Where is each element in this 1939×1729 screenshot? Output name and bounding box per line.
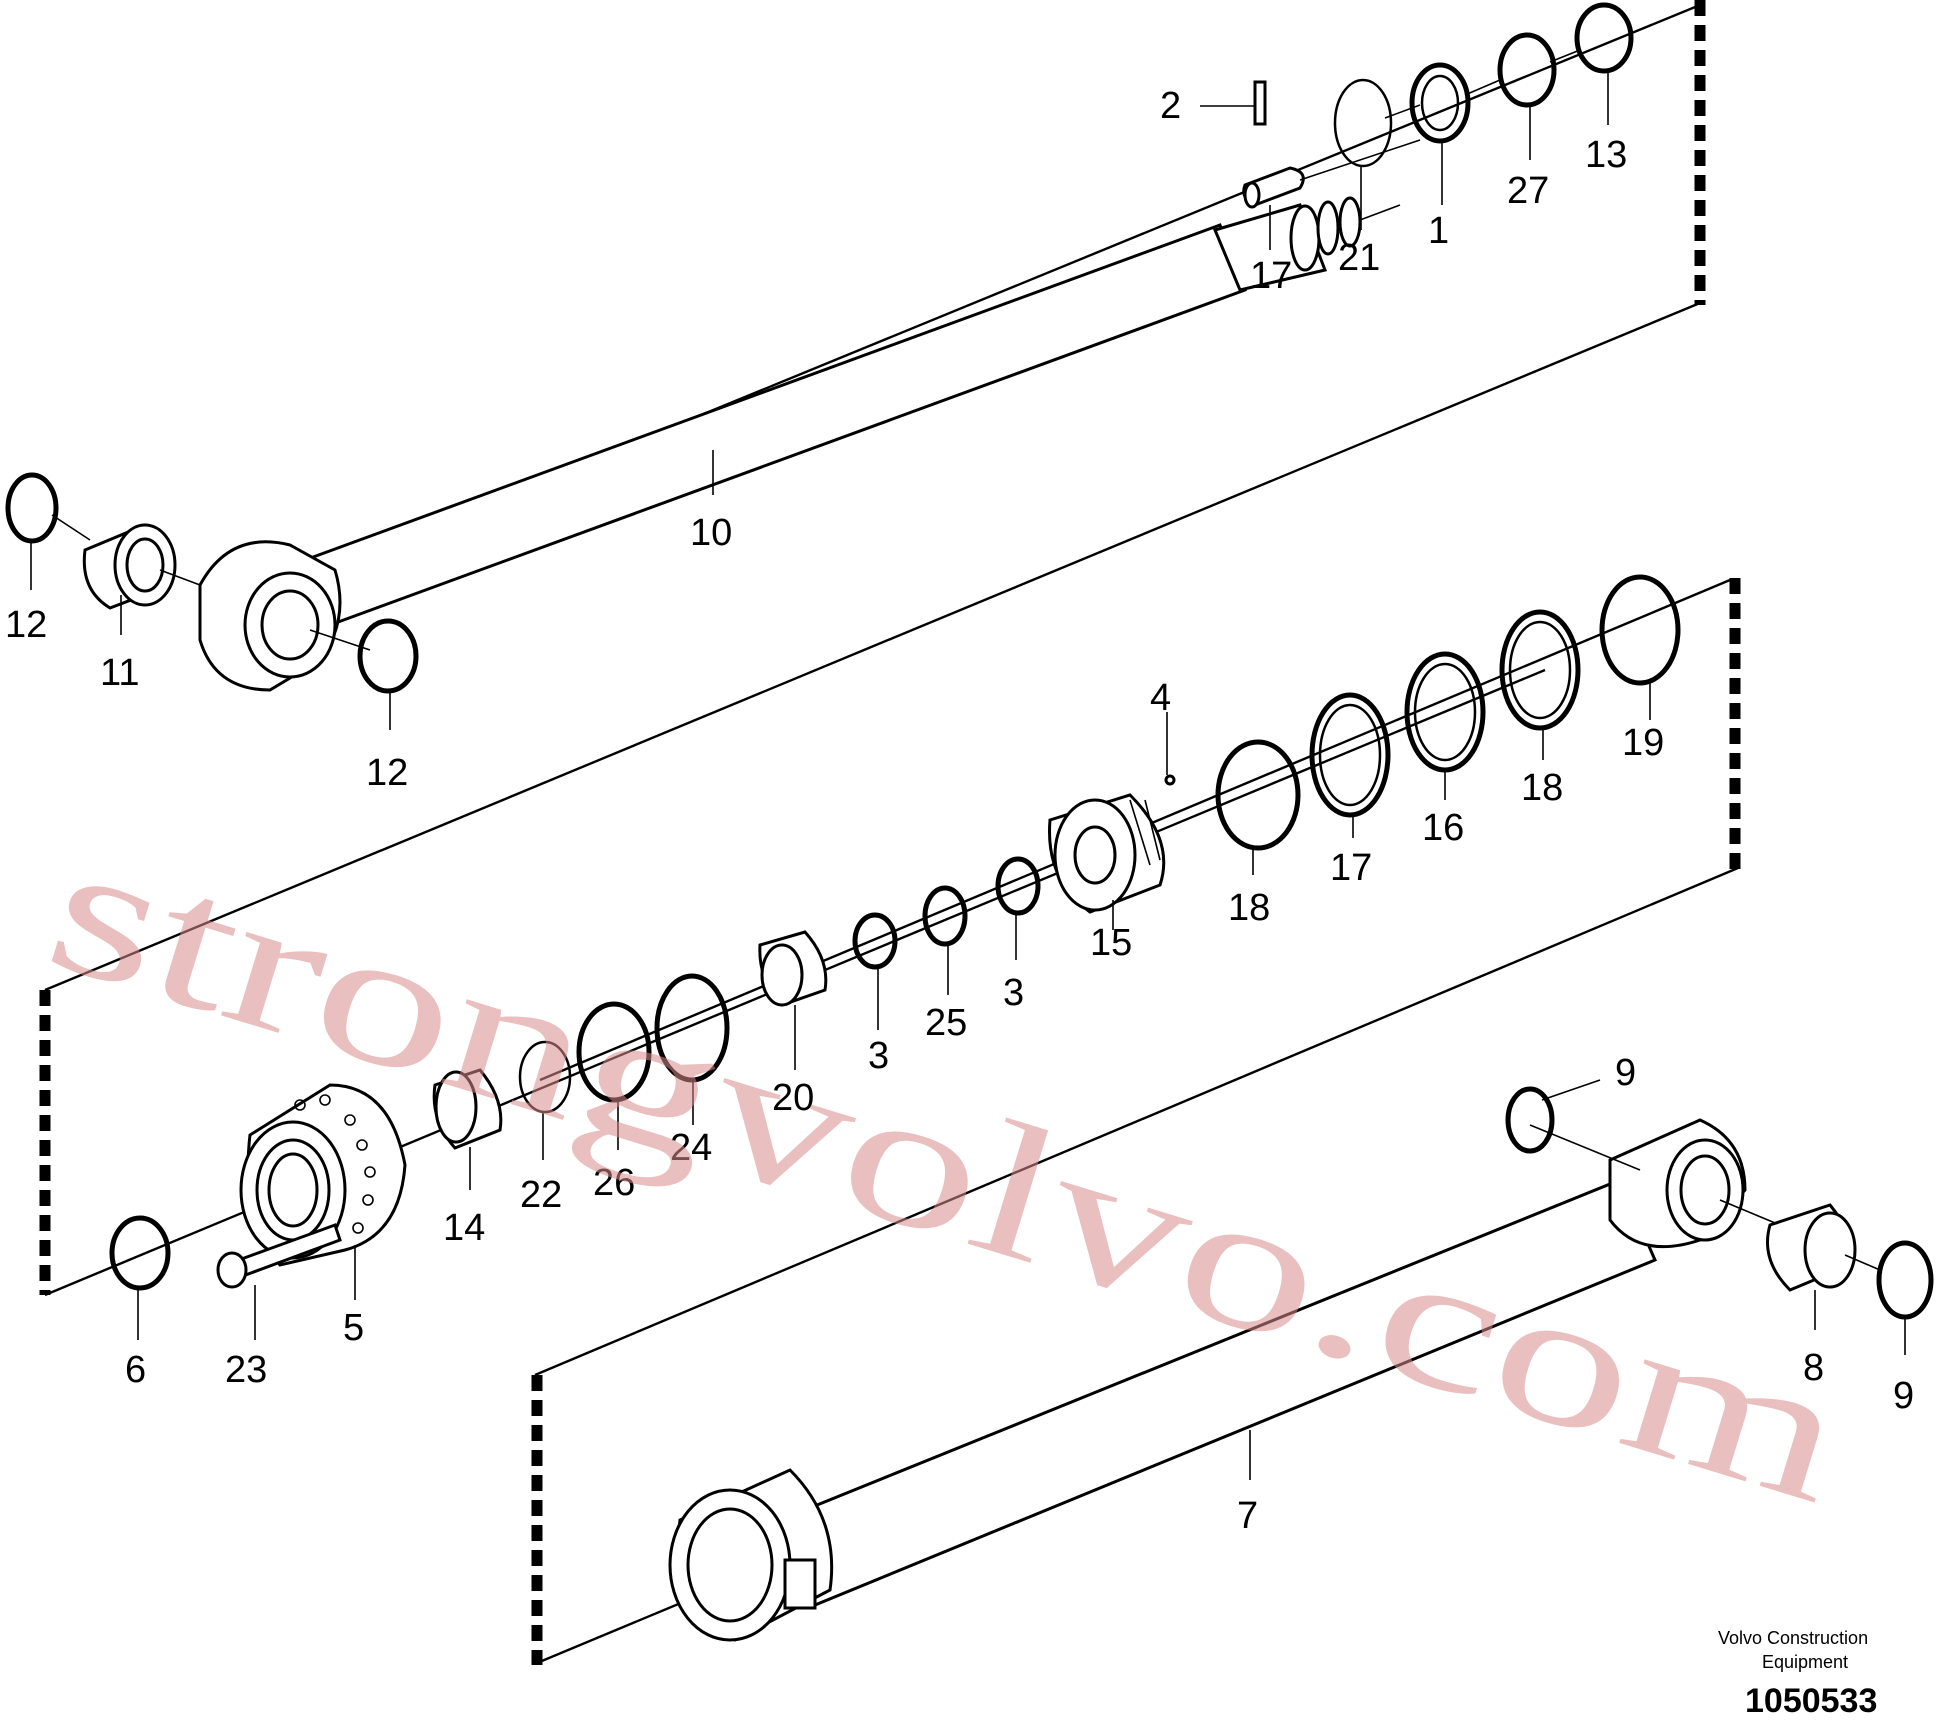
cylinder-head-6 bbox=[239, 1083, 407, 1267]
ring-24 bbox=[654, 973, 730, 1083]
callout-24: 24 bbox=[670, 1127, 712, 1169]
callout-23: 21 bbox=[1338, 237, 1380, 279]
pin-4 bbox=[1164, 774, 1176, 786]
ring-17-right bbox=[1499, 609, 1581, 731]
callout-27: 27 bbox=[1507, 170, 1549, 212]
callout-5: 6 bbox=[125, 1349, 146, 1391]
screw-21 bbox=[216, 1223, 342, 1289]
callout-9-bottom: 9 bbox=[1893, 1375, 1914, 1417]
ring-9-left bbox=[1505, 1086, 1555, 1154]
nut-19 bbox=[1242, 139, 1421, 209]
brand-line-1: Volvo Construction bbox=[1718, 1628, 1868, 1648]
callout-8: 8 bbox=[1803, 1347, 1824, 1389]
seal-ring-12-right bbox=[357, 618, 419, 694]
seal-ring-12-left bbox=[5, 472, 91, 544]
piston-rod bbox=[303, 196, 1401, 627]
callout-6: 5 bbox=[343, 1307, 364, 1349]
callout-4: 4 bbox=[1150, 677, 1171, 719]
callout-12-left: 12 bbox=[5, 604, 47, 646]
ring-18-left bbox=[1215, 739, 1301, 851]
callout-16: 16 bbox=[1422, 807, 1464, 849]
callout-1: 1 bbox=[1428, 210, 1449, 252]
callout-3-right: 3 bbox=[1003, 972, 1024, 1014]
callout-25: 25 bbox=[925, 1002, 967, 1044]
callout-20: 20 bbox=[772, 1077, 814, 1119]
spacer-20 bbox=[758, 930, 828, 1007]
callout-2: 2 bbox=[1160, 85, 1181, 127]
ring-26 bbox=[576, 1001, 652, 1103]
ring-18-right bbox=[1599, 574, 1681, 686]
ring-9-right bbox=[1876, 1240, 1934, 1320]
ring-5 bbox=[109, 1215, 171, 1291]
callout-labels: 2 17 21 1 27 13 10 12 11 12 4 19 18 16 1… bbox=[5, 85, 1914, 1537]
callout-17-left: 17 bbox=[1330, 847, 1372, 889]
ring-22 bbox=[518, 1040, 572, 1114]
brand-line-2: Equipment bbox=[1762, 1652, 1848, 1672]
piston-15 bbox=[1048, 793, 1166, 914]
callout-13: 13 bbox=[1585, 134, 1627, 176]
callout-15: 15 bbox=[1090, 922, 1132, 964]
callout-9-top: 9 bbox=[1615, 1052, 1636, 1094]
callout-19: 17 bbox=[1250, 255, 1292, 297]
callout-21: 23 bbox=[225, 1349, 267, 1391]
pin-2 bbox=[1253, 80, 1267, 126]
callout-11: 11 bbox=[100, 652, 139, 694]
rod-eye bbox=[198, 540, 371, 692]
ring-25 bbox=[922, 885, 968, 947]
callout-18-right: 19 bbox=[1622, 722, 1664, 764]
ring-3-right bbox=[995, 856, 1041, 916]
seal-1 bbox=[1409, 62, 1501, 144]
leader-lines bbox=[30, 72, 1906, 1480]
ring-3-left bbox=[852, 912, 898, 970]
callout-17-right: 18 bbox=[1521, 767, 1563, 809]
callout-14: 14 bbox=[443, 1207, 485, 1249]
ring-27 bbox=[1497, 32, 1581, 108]
callout-26: 26 bbox=[593, 1162, 635, 1204]
cylinder-tube bbox=[668, 1118, 1781, 1642]
washer-23 bbox=[1333, 78, 1421, 168]
bushing-14 bbox=[432, 1068, 503, 1150]
callout-3-left: 3 bbox=[868, 1035, 889, 1077]
callout-7: 7 bbox=[1237, 1495, 1258, 1537]
bushing-8 bbox=[1766, 1203, 1881, 1292]
callout-22: 22 bbox=[520, 1174, 562, 1216]
callout-18-left: 18 bbox=[1228, 887, 1270, 929]
callout-10: 10 bbox=[690, 512, 732, 554]
callout-12-right: 12 bbox=[366, 752, 408, 794]
ring-13 bbox=[1574, 2, 1634, 74]
ring-17-left bbox=[1309, 692, 1391, 818]
document-number: 1050533 bbox=[1745, 1682, 1877, 1720]
bushing-11 bbox=[82, 523, 201, 610]
